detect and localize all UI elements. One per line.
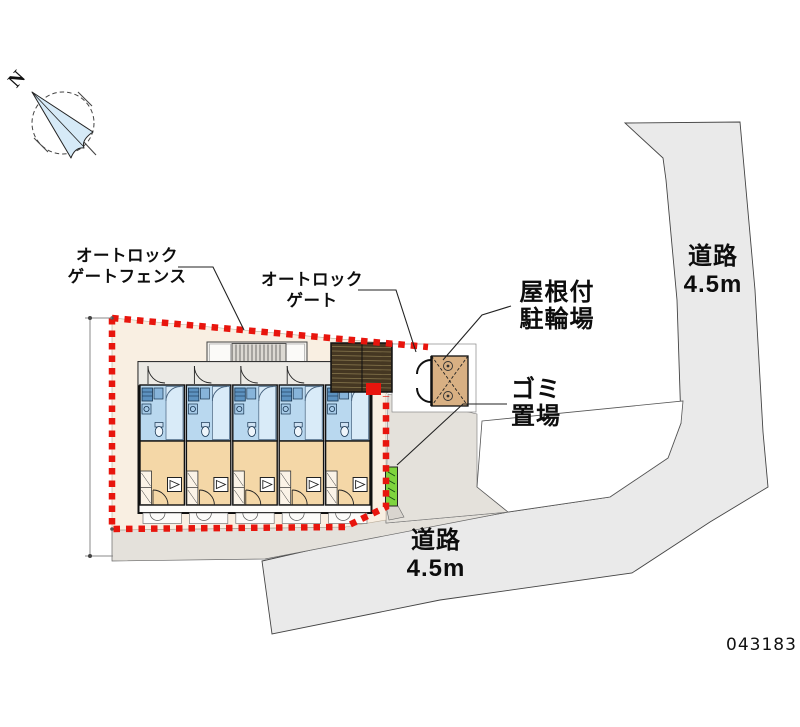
road-area bbox=[261, 121, 769, 635]
leader-lines bbox=[178, 266, 512, 466]
apartment-unit bbox=[324, 365, 371, 524]
leader-bicycle bbox=[442, 305, 512, 361]
leader-gate-fence bbox=[178, 266, 245, 331]
label-gate: オートロック ゲート bbox=[261, 271, 363, 310]
label-gate-fence: オートロック ゲートフェンス bbox=[67, 247, 187, 286]
apartment-unit bbox=[232, 365, 278, 524]
neighbor-plot bbox=[476, 400, 684, 513]
dimension-line bbox=[85, 316, 113, 558]
label-garbage: ゴミ 置場 bbox=[511, 376, 561, 430]
building bbox=[137, 361, 373, 524]
gate-fence-dashed bbox=[108, 314, 429, 533]
leader-garbage bbox=[396, 403, 507, 466]
apartment-unit bbox=[278, 365, 325, 524]
apartment-unit bbox=[185, 365, 232, 524]
north-compass-icon bbox=[31, 91, 97, 159]
label-bicycle-parking: 屋根付 駐輪場 bbox=[519, 279, 595, 333]
plan-id-number: 043183 bbox=[726, 635, 797, 655]
label-road-bottom: 道路 4.5m bbox=[406, 527, 466, 582]
autolock-gate bbox=[330, 342, 393, 393]
leader-gate bbox=[358, 289, 417, 353]
label-road-right: 道路 4.5m bbox=[683, 243, 743, 298]
stairs bbox=[206, 341, 308, 364]
apartment-unit bbox=[139, 365, 186, 524]
bicycle-parking bbox=[416, 355, 469, 407]
